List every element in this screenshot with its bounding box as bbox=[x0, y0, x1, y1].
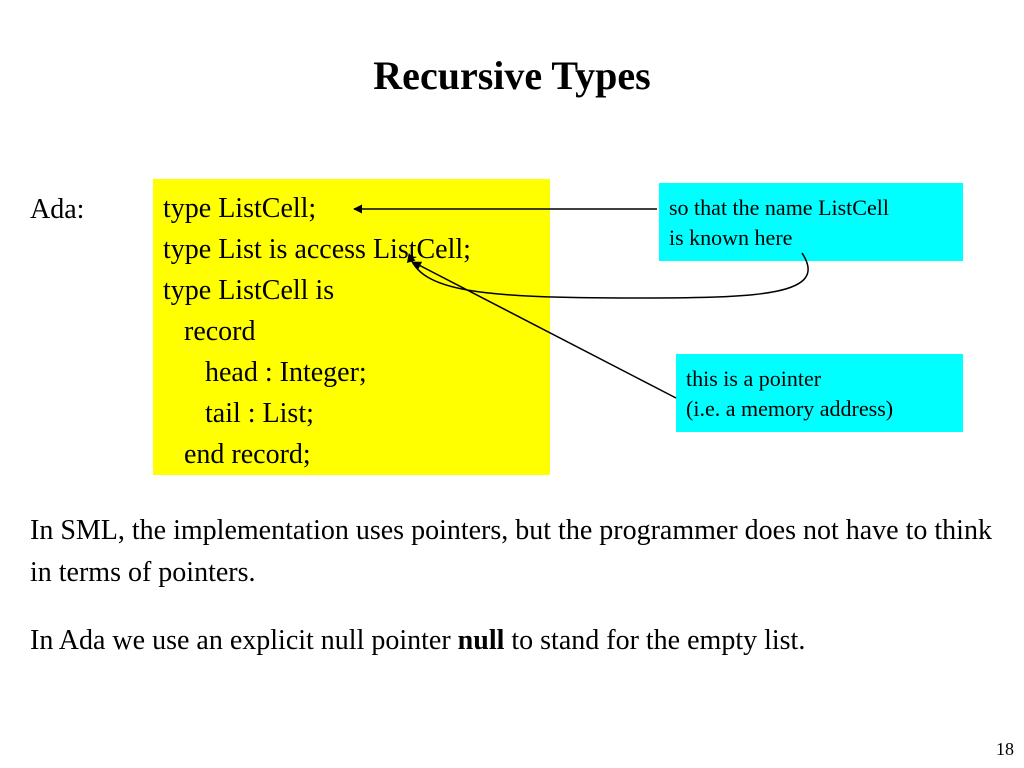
code-line: type ListCell; bbox=[163, 193, 317, 224]
null-keyword: null bbox=[457, 625, 505, 656]
code-line: type ListCell is bbox=[163, 275, 335, 306]
callout-name-known: so that the name ListCell is known here bbox=[659, 183, 963, 261]
arrow-pointer-to-access bbox=[412, 261, 677, 399]
code-line: head : Integer; bbox=[163, 357, 367, 388]
language-label: Ada: bbox=[30, 194, 85, 225]
callout-line: is known here bbox=[669, 225, 793, 250]
code-line: type List is access ListCell; bbox=[163, 234, 471, 265]
callout-line: so that the name ListCell bbox=[669, 195, 889, 220]
ada-null-paragraph: In Ada we use an explicit null pointer n… bbox=[30, 620, 1000, 662]
paragraph-text: In Ada we use an explicit null pointer bbox=[30, 625, 458, 656]
code-line: tail : List; bbox=[163, 398, 314, 429]
callout-line: this is a pointer bbox=[686, 366, 822, 391]
callout-pointer: this is a pointer (i.e. a memory address… bbox=[676, 354, 963, 432]
code-line: end record; bbox=[163, 439, 311, 470]
code-line: record bbox=[163, 316, 256, 347]
code-box: type ListCell; type List is access ListC… bbox=[153, 179, 550, 475]
sml-paragraph: In SML, the implementation uses pointers… bbox=[30, 515, 992, 588]
arrow-from-callout-to-access bbox=[406, 252, 809, 299]
page-number: 18 bbox=[996, 739, 1014, 759]
callout-line: (i.e. a memory address) bbox=[686, 396, 894, 421]
slide-title: Recursive Types bbox=[373, 53, 651, 98]
paragraph-text: to stand for the empty list. bbox=[504, 625, 806, 656]
